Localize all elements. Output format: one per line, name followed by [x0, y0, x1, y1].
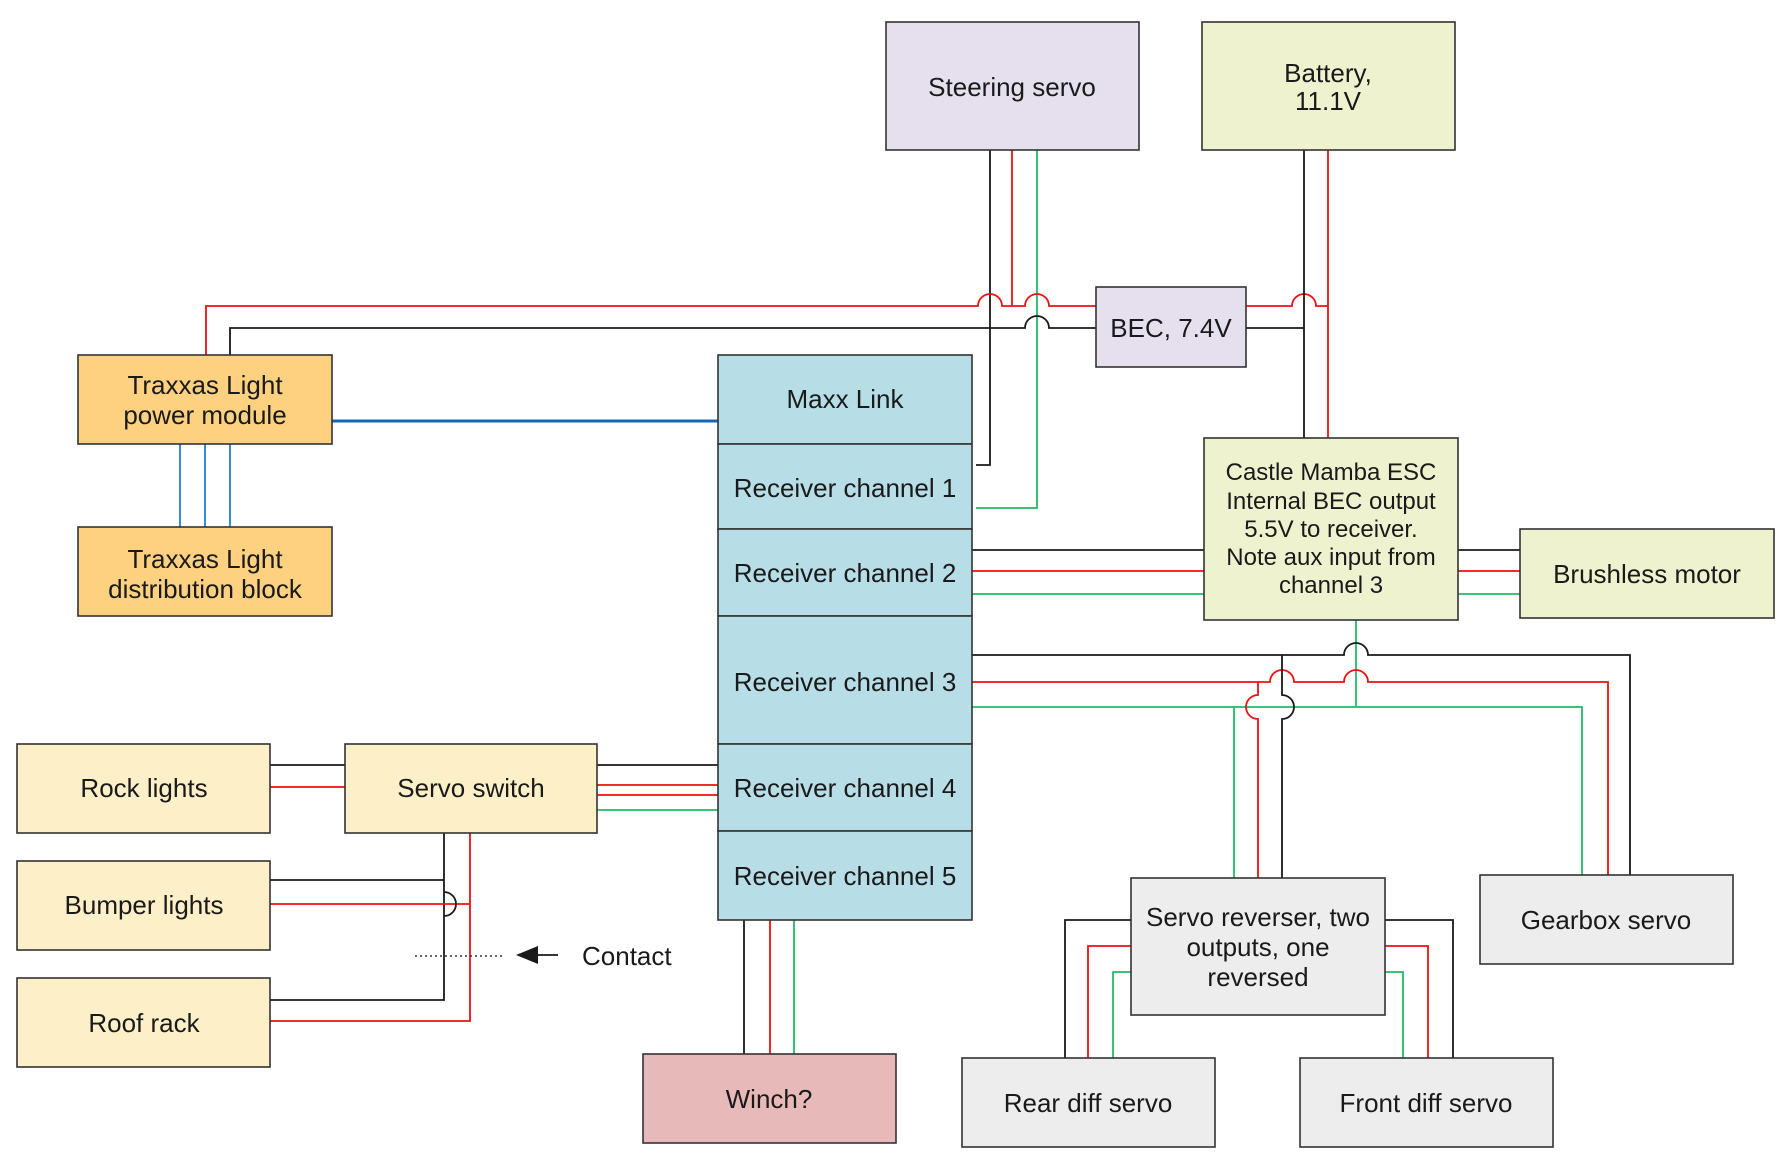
esc-label-line-4: Note aux input from [1226, 544, 1435, 571]
receiver-channel-1-box: Receiver channel 1 [717, 443, 973, 530]
traxxas-light-power-module-box: Traxxas Light power module [77, 354, 333, 445]
battery-label-line-2: 11.1V [1295, 86, 1362, 116]
gearbox-servo-box: Gearbox servo [1479, 874, 1734, 965]
rear-diff-servo-label: Rear diff servo [1004, 1088, 1173, 1118]
wire-rx3-black-gearbox [972, 642, 1631, 875]
rock-lights-box: Rock lights [16, 743, 271, 834]
wire-rx3-green-gearbox [972, 706, 1583, 875]
wire-switch-black-hop [443, 891, 457, 917]
wire-rx3-red-gearbox [972, 669, 1609, 875]
wire-bec-red [1246, 293, 1328, 307]
rock-lights-label: Rock lights [80, 773, 207, 803]
traxxas-dist-label-line-1: Traxxas Light [127, 544, 283, 574]
wire-switch-red [270, 833, 471, 1022]
servo-reverser-label-line-1: Servo reverser, two [1146, 902, 1370, 932]
winch-label: Winch? [726, 1084, 813, 1114]
gearbox-servo-label: Gearbox servo [1521, 905, 1692, 935]
receiver-channel-5-label: Receiver channel 5 [734, 861, 957, 891]
esc-label-line-1: Castle Mamba ESC [1226, 459, 1437, 486]
battery-label-line-1: Battery, [1284, 58, 1372, 88]
winch-box: Winch? [642, 1053, 897, 1144]
esc-label-line-5: channel 3 [1279, 572, 1383, 599]
receiver-channel-1-label: Receiver channel 1 [734, 473, 957, 503]
wires [179, 150, 1631, 1058]
traxxas-power-label-line-1: Traxxas Light [127, 370, 283, 400]
receiver-channel-4-label: Receiver channel 4 [734, 773, 957, 803]
steering-servo-box: Steering servo [885, 21, 1140, 151]
castle-mamba-esc-box: Castle Mamba ESC Internal BEC output 5.5… [1203, 437, 1459, 621]
servo-reverser-label-line-3: reversed [1207, 962, 1308, 992]
traxxas-light-distribution-block-box: Traxxas Light distribution block [77, 526, 333, 617]
receiver-channel-5-box: Receiver channel 5 [717, 830, 973, 921]
wire-front-red [1385, 945, 1429, 1058]
wire-rear-black [1064, 919, 1131, 1058]
servo-switch-box: Servo switch [344, 743, 598, 834]
steering-servo-label: Steering servo [928, 72, 1096, 102]
bec-label: BEC, 7.4V [1110, 313, 1232, 343]
brushless-motor-box: Brushless motor [1519, 528, 1775, 619]
traxxas-dist-label-line-2: distribution block [108, 574, 303, 604]
traxxas-power-label-line-2: power module [123, 400, 286, 430]
esc-label-line-3: 5.5V to receiver. [1244, 516, 1417, 543]
receiver-channel-2-label: Receiver channel 2 [734, 558, 957, 588]
wire-light-power-black [229, 315, 1096, 355]
rear-diff-servo-box: Rear diff servo [961, 1057, 1216, 1148]
receiver-channel-3-box: Receiver channel 3 [717, 615, 973, 745]
esc-label-line-2: Internal BEC output [1226, 488, 1436, 515]
battery-box: Battery, 11.1V [1201, 21, 1456, 151]
wire-switch-black [270, 833, 445, 1001]
roof-rack-box: Roof rack [16, 977, 271, 1068]
bumper-lights-box: Bumper lights [16, 860, 271, 951]
maxx-link-box: Maxx Link [717, 354, 973, 445]
contact-label-group: Contact [582, 941, 672, 971]
servo-reverser-box: Servo reverser, two outputs, one reverse… [1130, 877, 1386, 1016]
maxx-link-label: Maxx Link [786, 384, 904, 414]
wire-light-power-red [205, 293, 1096, 355]
servo-reverser-label-line-2: outputs, one [1186, 932, 1329, 962]
servo-switch-label: Servo switch [397, 773, 544, 803]
wire-front-black [1385, 919, 1454, 1058]
contact-label: Contact [582, 941, 672, 971]
wire-rx3-red-reverser [1245, 682, 1259, 878]
wire-steering-green [976, 150, 1038, 509]
bumper-lights-label: Bumper lights [65, 890, 224, 920]
receiver-channel-2-box: Receiver channel 2 [717, 528, 973, 617]
wire-steering-black [976, 150, 991, 466]
wire-rear-red [1087, 945, 1131, 1058]
roof-rack-label: Roof rack [88, 1008, 200, 1038]
contact-arrow-head [516, 946, 538, 964]
receiver-channel-4-box: Receiver channel 4 [717, 743, 973, 832]
receiver-channel-3-label: Receiver channel 3 [734, 667, 957, 697]
brushless-motor-label: Brushless motor [1553, 559, 1741, 589]
wire-front-green [1385, 971, 1404, 1058]
front-diff-servo-label: Front diff servo [1340, 1088, 1513, 1118]
wire-rear-green [1112, 971, 1131, 1058]
front-diff-servo-box: Front diff servo [1299, 1057, 1554, 1148]
wire-rx3-black-reverser [1281, 655, 1295, 878]
bec-box: BEC, 7.4V [1095, 286, 1247, 368]
